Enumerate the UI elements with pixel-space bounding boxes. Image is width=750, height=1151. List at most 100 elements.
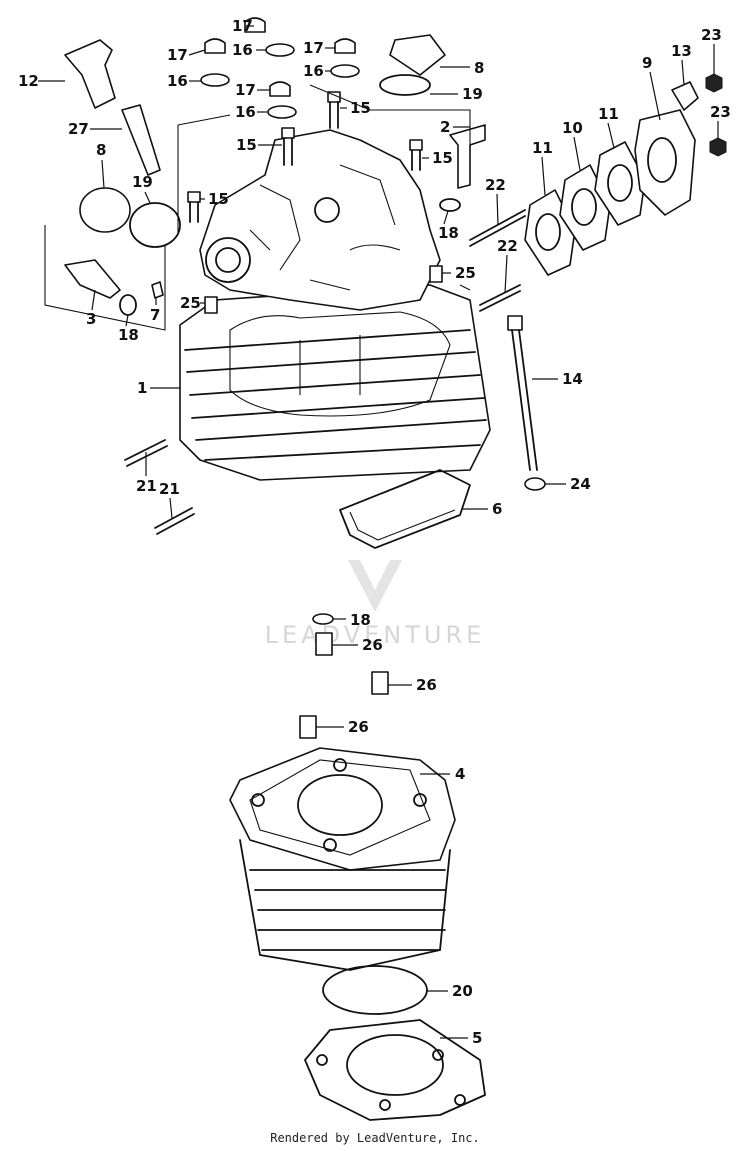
svg-text:17: 17: [232, 17, 253, 35]
svg-text:26: 26: [348, 718, 369, 736]
callout-21-b: 21: [159, 480, 180, 519]
cylinder: [229, 747, 486, 1121]
callout-26-c: 26: [316, 718, 369, 736]
callout-3: 3: [86, 289, 96, 328]
svg-text:24: 24: [570, 475, 591, 493]
callout-26-a: 26: [332, 636, 383, 654]
callout-12: 12: [18, 72, 65, 90]
svg-text:22: 22: [485, 176, 506, 194]
callout-18-b: 18: [118, 314, 139, 344]
svg-text:15: 15: [432, 149, 453, 167]
callout-23-a: 23: [701, 26, 722, 74]
callout-17-d: 17: [235, 81, 270, 99]
svg-text:17: 17: [303, 39, 324, 57]
callout-5: 5: [440, 1029, 482, 1047]
svg-text:23: 23: [710, 103, 731, 121]
svg-text:10: 10: [562, 119, 583, 137]
callout-22-b: 22: [497, 237, 518, 294]
svg-text:15: 15: [350, 99, 371, 117]
callout-13: 13: [671, 42, 692, 86]
svg-text:14: 14: [562, 370, 583, 388]
svg-text:12: 12: [18, 72, 39, 90]
callout-17-a: 17: [232, 17, 254, 35]
svg-text:6: 6: [492, 500, 502, 518]
callouts: 1 2 3 4 5 6 7 8 8 9 10 11 11 12 13 14 15…: [18, 17, 731, 1047]
callout-19-a: 19: [430, 85, 483, 103]
callout-23-b: 23: [710, 103, 731, 138]
svg-text:8: 8: [474, 59, 484, 77]
callout-11-left: 11: [532, 139, 553, 196]
callout-11-right: 11: [598, 105, 619, 149]
watermark-text: LEADVENTURE: [265, 621, 486, 649]
callout-25-b: 25: [180, 294, 205, 312]
svg-text:4: 4: [455, 765, 465, 783]
svg-text:26: 26: [362, 636, 383, 654]
svg-text:23: 23: [701, 26, 722, 44]
svg-text:20: 20: [452, 982, 473, 1000]
callout-19-b: 19: [132, 173, 153, 204]
callout-24: 24: [545, 475, 591, 493]
svg-text:26: 26: [416, 676, 437, 694]
svg-text:13: 13: [671, 42, 692, 60]
callout-16-a: 16: [232, 41, 266, 59]
svg-text:16: 16: [235, 103, 256, 121]
callout-8-top: 8: [440, 59, 484, 77]
svg-text:1: 1: [137, 379, 147, 397]
svg-text:17: 17: [167, 46, 188, 64]
svg-text:25: 25: [180, 294, 201, 312]
svg-text:2: 2: [440, 118, 450, 136]
footer-credit: Rendered by LeadVenture, Inc.: [270, 1131, 480, 1145]
callout-21-a: 21: [136, 452, 157, 495]
callout-27: 27: [68, 120, 122, 138]
callout-2: 2: [440, 118, 470, 136]
callout-18-c: 18: [333, 611, 371, 629]
watermark: LEADVENTURE: [265, 560, 486, 649]
callout-25-a: 25: [442, 264, 476, 282]
svg-text:7: 7: [150, 306, 160, 324]
callout-6: 6: [462, 500, 502, 518]
svg-text:16: 16: [303, 62, 324, 80]
svg-text:3: 3: [86, 310, 96, 328]
svg-text:18: 18: [118, 326, 139, 344]
callout-15-a: 15: [236, 136, 282, 154]
svg-text:21: 21: [136, 477, 157, 495]
callout-8-left: 8: [96, 141, 106, 189]
callout-18-a: 18: [438, 210, 459, 242]
watermark-logo-icon: [348, 560, 402, 612]
callout-16-b: 16: [167, 72, 201, 90]
svg-text:19: 19: [462, 85, 483, 103]
callout-15-d: 15: [200, 190, 229, 208]
svg-text:22: 22: [497, 237, 518, 255]
svg-text:25: 25: [455, 264, 476, 282]
callout-17-c: 17: [303, 39, 335, 57]
callout-26-b: 26: [388, 676, 437, 694]
svg-text:11: 11: [532, 139, 553, 157]
callout-4: 4: [420, 765, 465, 783]
callout-16-c: 16: [303, 62, 331, 80]
svg-text:17: 17: [235, 81, 256, 99]
svg-text:11: 11: [598, 105, 619, 123]
svg-text:18: 18: [438, 224, 459, 242]
callout-20: 20: [427, 982, 473, 1000]
svg-text:16: 16: [232, 41, 253, 59]
svg-text:8: 8: [96, 141, 106, 159]
svg-text:9: 9: [642, 54, 652, 72]
svg-text:27: 27: [68, 120, 89, 138]
svg-text:15: 15: [236, 136, 257, 154]
callout-15-b: 15: [340, 99, 371, 117]
svg-text:19: 19: [132, 173, 153, 191]
svg-text:15: 15: [208, 190, 229, 208]
callout-15-c: 15: [422, 149, 453, 167]
svg-text:16: 16: [167, 72, 188, 90]
callout-1: 1: [137, 379, 180, 397]
svg-text:21: 21: [159, 480, 180, 498]
hardware: [44, 17, 727, 739]
callout-7: 7: [150, 298, 160, 324]
callout-22-a: 22: [485, 176, 506, 226]
callout-10: 10: [562, 119, 583, 171]
cylinder-head: [179, 129, 491, 549]
svg-text:18: 18: [350, 611, 371, 629]
callout-17-b: 17: [167, 46, 206, 64]
svg-text:5: 5: [472, 1029, 482, 1047]
